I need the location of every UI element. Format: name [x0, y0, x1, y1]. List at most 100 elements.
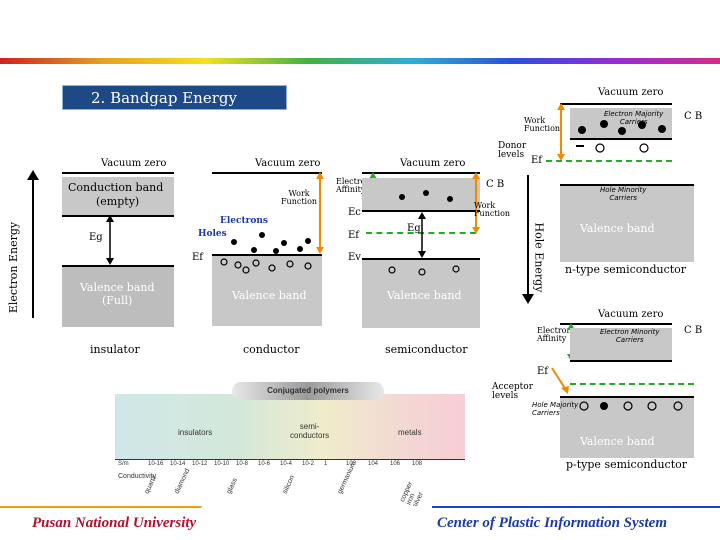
spectrum-tick-label: 10-14	[170, 461, 186, 467]
conductor-holes	[220, 258, 312, 274]
ptype-cb-label: C B	[684, 325, 703, 336]
ntype-vacuum-label: Vacuum zero	[598, 87, 664, 98]
ntype-minority-label: Hole Minority Carriers	[600, 186, 646, 202]
rainbow-header-bar	[0, 58, 720, 64]
insulator-caption: insulator	[90, 343, 140, 356]
ptype-ef-arrow	[551, 367, 569, 394]
ptype-electron-affinity-text: Electron Affinity	[537, 326, 572, 343]
insulator-conduction-sub: (empty)	[96, 195, 140, 208]
conductor-caption: conductor	[243, 343, 300, 356]
ntype-cb-carriers	[578, 120, 666, 135]
conductor-ef-label: Ef	[192, 252, 204, 263]
ntype-valence-band	[560, 184, 694, 262]
spectrum-material-label: copper iron silver	[398, 480, 425, 509]
spectrum-unit-label: S/m	[118, 461, 129, 467]
ptype-vacuum-label: Vacuum zero	[598, 309, 664, 320]
electron-energy-arrowhead	[27, 170, 39, 180]
semi-cb-label: C B	[486, 179, 505, 190]
semi-cb-carriers	[399, 190, 453, 202]
spectrum-tick-label: 108	[412, 461, 423, 467]
spectrum-tick-label: 102	[346, 461, 357, 467]
ntype-valence-label: Valence band	[580, 222, 655, 235]
conductor-valence-band	[212, 256, 322, 326]
spectrum-tick-label: 10-12	[192, 461, 208, 467]
hole-energy-label: Hole Energy	[532, 222, 546, 293]
ptype-acceptor-text: Acceptor levels	[492, 382, 534, 401]
semi-electron-affinity-text: Electron Affinity	[336, 177, 371, 194]
insulator-eg-label: Eg	[89, 232, 103, 243]
conductor-work-function-arrow	[316, 172, 324, 254]
spectrum-metals-label: metals	[398, 428, 422, 437]
ntype-donor-text: Donor levels	[498, 141, 527, 160]
ptype-vacuum-line	[560, 323, 672, 325]
conductor-electrons	[231, 232, 311, 254]
footer-university: Pusan National University	[32, 515, 197, 531]
spectrum-material-label: glass	[225, 477, 239, 495]
spectrum-insulators-label: insulators	[178, 428, 213, 437]
ptype-ef-label: Ef	[537, 366, 549, 377]
semi-valence-label: Valence band	[387, 289, 462, 302]
ntype-donor-levels	[576, 143, 649, 153]
conductor-electrons-label: Electrons	[220, 216, 268, 226]
footer-center: Center of Plastic Information System	[437, 515, 668, 531]
conjugated-polymers-bar	[232, 382, 384, 400]
spectrum-material-label: diamond	[173, 467, 192, 495]
conductor-valence-label: Valence band	[232, 289, 307, 302]
semi-ec-label: Ec	[348, 207, 361, 218]
ntype-donor-label: Donor levels	[498, 142, 526, 160]
spectrum-material-label: silicon	[281, 474, 297, 495]
spectrum-tick-label: 10-2	[302, 461, 315, 467]
conductor-work-function-text: Work Function	[281, 189, 318, 206]
semi-eg-arrow	[418, 212, 426, 258]
ptype-caption: p-type semiconductor	[566, 458, 687, 471]
conductor-fermi-line	[212, 254, 322, 256]
spectrum-conductivity-label: Conductivity	[118, 473, 157, 480]
footer-divider	[0, 506, 720, 508]
conductor-vacuum-label: Vacuum zero	[255, 158, 321, 169]
ntype-majority-label: Electron Majority Carriers	[604, 110, 663, 126]
spectrum-tick-label: 10-6	[258, 461, 271, 467]
conductor-holes-label: Holes	[198, 229, 227, 239]
conjugated-polymers-label: Conjugated polymers	[267, 386, 349, 395]
ptype-minority-text: Electron Minority Carriers	[600, 328, 660, 344]
slide-title: 2. Bandgap Energy	[62, 85, 287, 110]
semi-fermi-line	[366, 232, 476, 234]
semi-vacuum-line	[362, 172, 480, 174]
conductivity-spectrum	[115, 394, 465, 459]
insulator-eg-arrow	[106, 215, 114, 265]
insulator-valence-band	[62, 265, 174, 327]
spectrum-semiconductors-text: semi- conductors	[290, 422, 330, 440]
ntype-work-function-text: Work Function	[524, 116, 561, 133]
ptype-minority-label: Electron Minority Carriers	[600, 328, 660, 344]
semi-work-function-text: Work Function	[474, 201, 511, 218]
semi-ef-label: Ef	[348, 230, 360, 241]
ntype-vacuum-line	[560, 103, 672, 105]
semi-work-function-arrow	[472, 172, 480, 234]
spectrum-axis	[115, 459, 465, 460]
electron-energy-arrow	[32, 178, 34, 318]
semi-conduction-band	[362, 178, 480, 212]
ntype-fermi-line	[546, 160, 672, 162]
spectrum-semiconductors-label: semi- conductors	[290, 422, 329, 440]
spectrum-tick-label: 10-8	[236, 461, 249, 467]
semi-caption: semiconductor	[385, 343, 468, 356]
ntype-ef-label: Ef	[531, 155, 543, 166]
ntype-work-function-arrow	[557, 103, 565, 161]
conductor-vacuum-line	[212, 172, 322, 174]
spectrum-tick-label: 10-4	[280, 461, 293, 467]
insulator-valence-sub: (Full)	[102, 294, 133, 307]
semi-ev-label: Ev	[348, 252, 361, 263]
semi-vacuum-label: Vacuum zero	[400, 158, 466, 169]
spectrum-tick-label: 10-16	[148, 461, 164, 467]
ptype-majority-text: Hole Majority Carriers	[532, 401, 579, 417]
ptype-valence-label: Valence band	[580, 435, 655, 448]
ptype-majority-label: Hole Majority Carriers	[532, 401, 578, 417]
spectrum-tick-label: 106	[390, 461, 401, 467]
hole-energy-arrow	[527, 175, 529, 295]
conductor-work-function-label: Work Function	[281, 190, 317, 206]
ntype-minority-text: Hole Minority Carriers	[600, 186, 647, 202]
hole-energy-arrowhead	[522, 294, 534, 304]
semi-work-function-label: Work Function	[474, 202, 510, 218]
conductor-carriers	[220, 232, 312, 274]
ptype-acceptor-label: Acceptor levels	[492, 383, 533, 401]
